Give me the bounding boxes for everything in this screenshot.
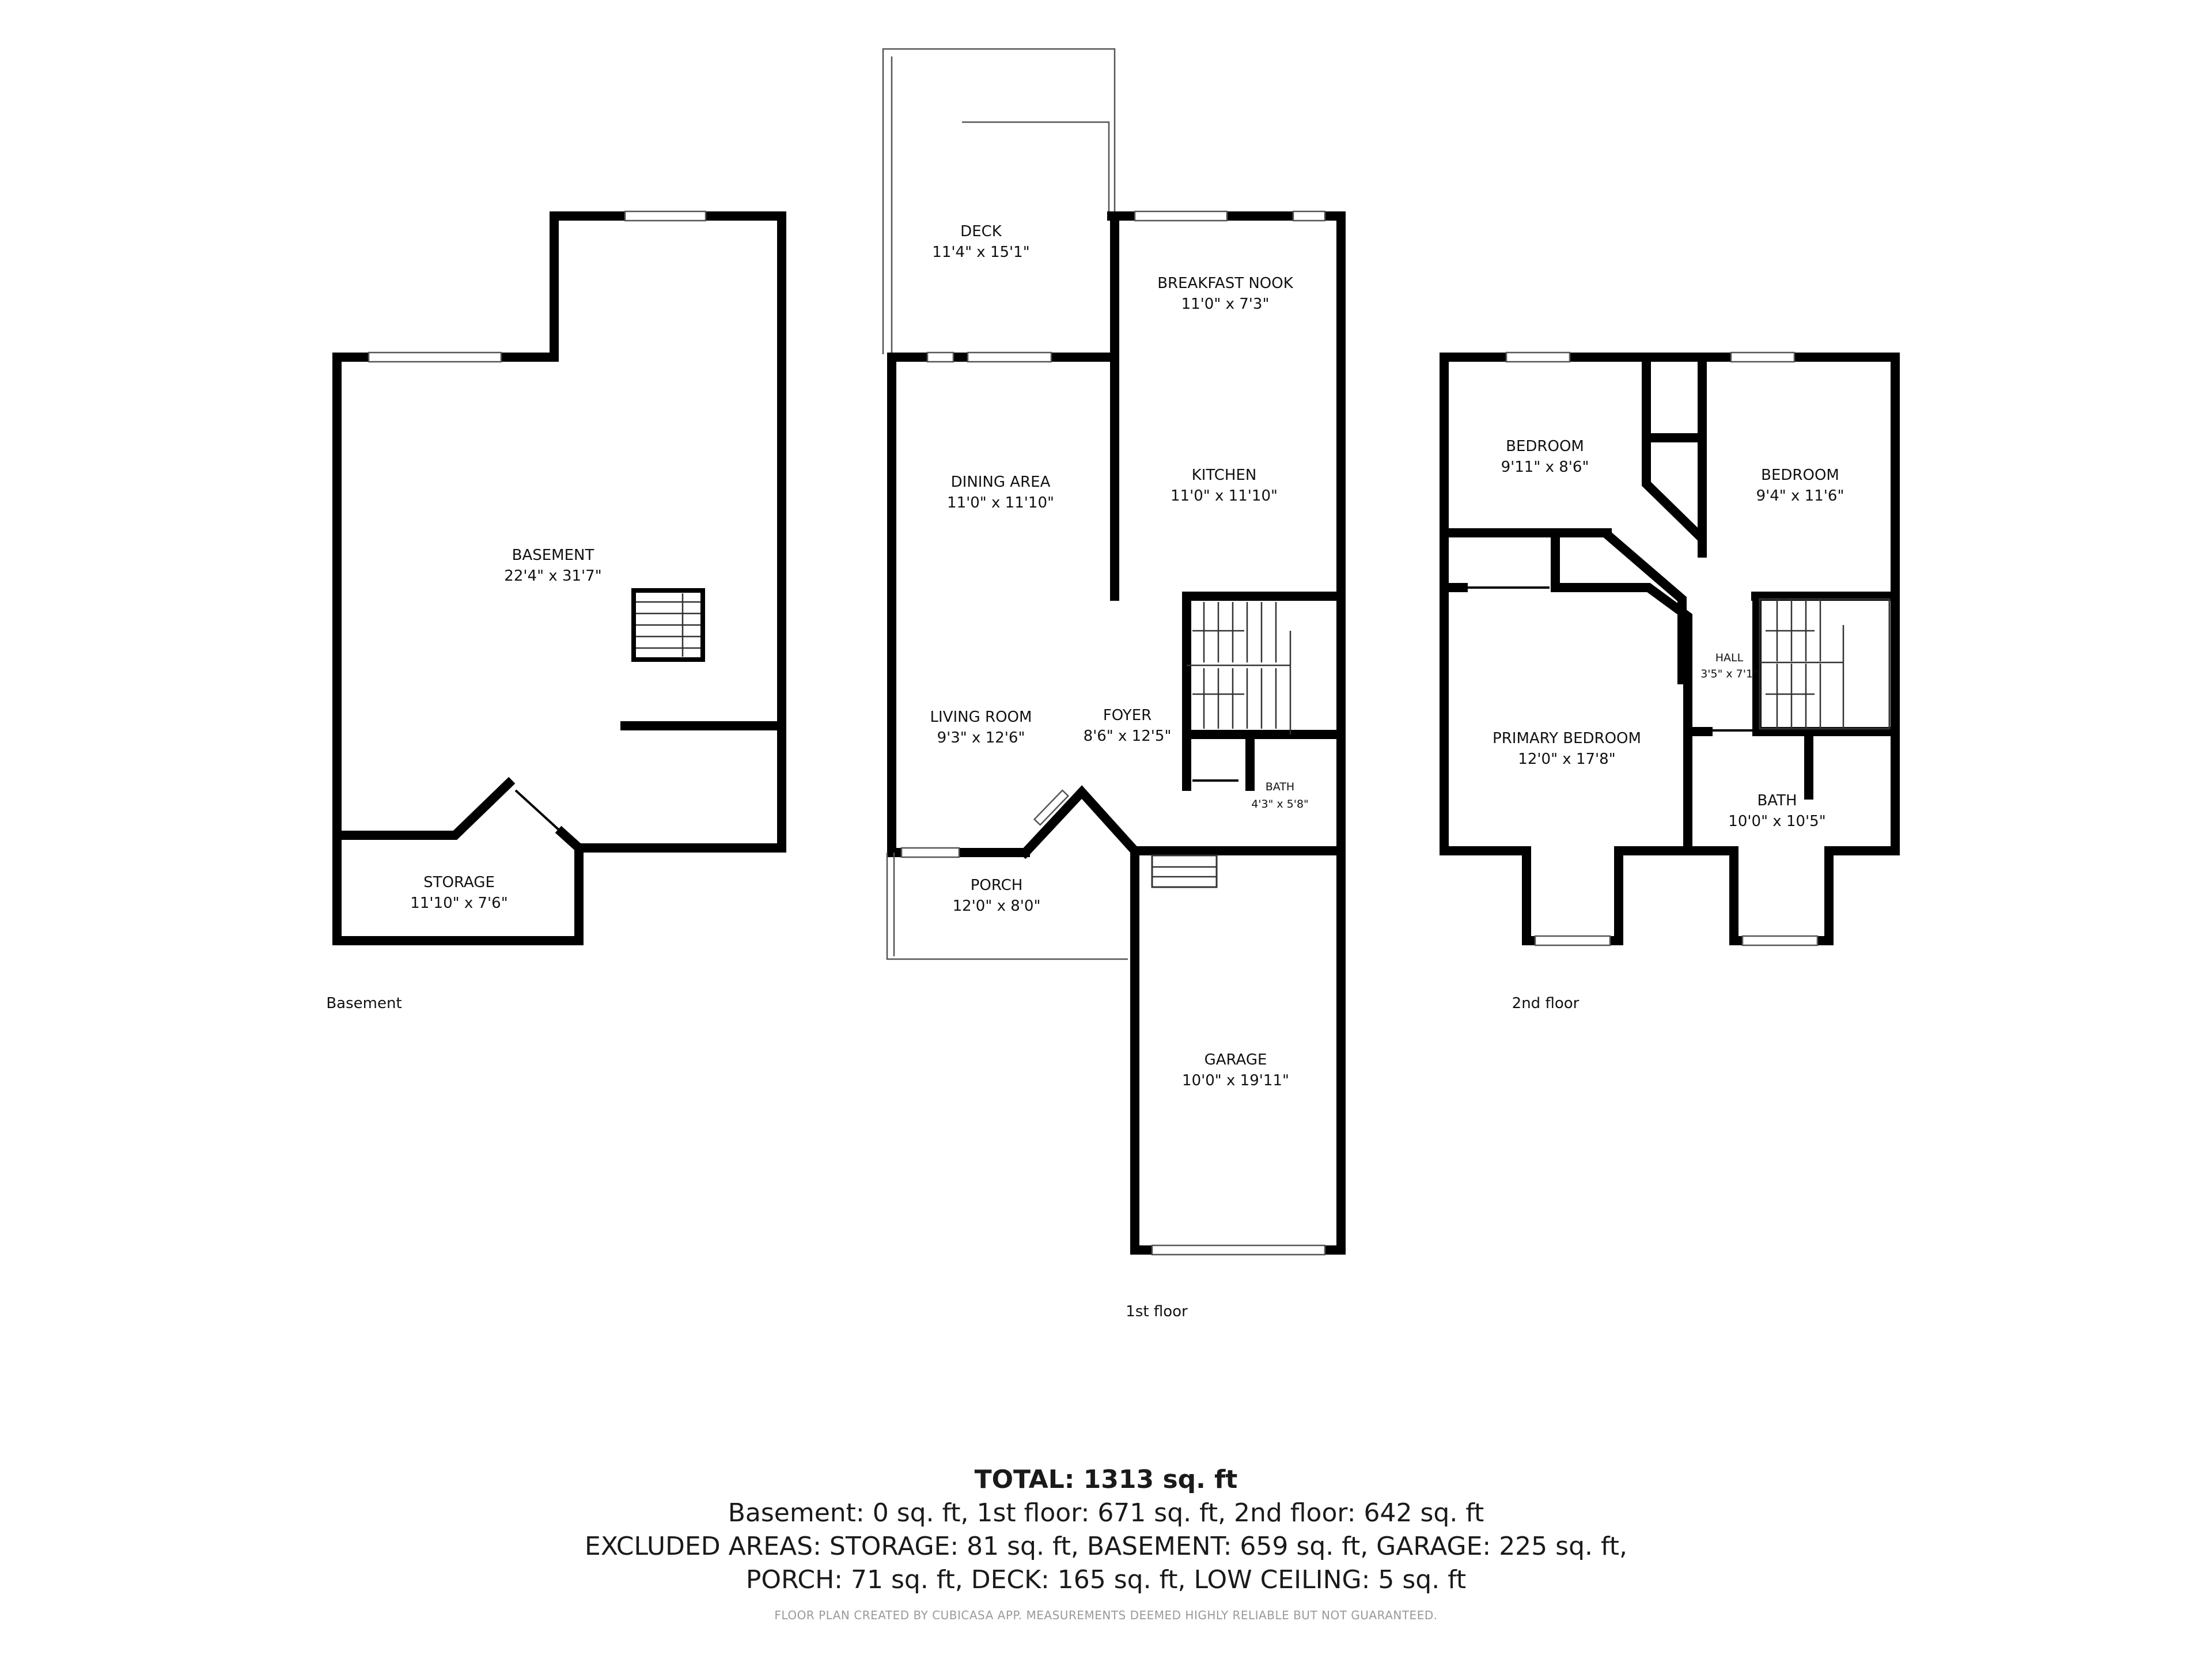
garage-door <box>1151 1244 1326 1256</box>
storage-door-line <box>514 789 563 834</box>
wall-hall <box>1642 433 1706 543</box>
window <box>1505 351 1571 363</box>
disclaimer: FLOOR PLAN CREATED BY CUBICASA APP. MEAS… <box>774 1608 1438 1622</box>
second-floor-outer-wall <box>1440 353 1900 945</box>
room-dims: 9'4" x 11'6" <box>1756 487 1844 505</box>
window <box>1292 210 1326 222</box>
window <box>1741 935 1819 946</box>
room-dims: 9'3" x 12'6" <box>937 729 1025 747</box>
window <box>1033 789 1070 826</box>
porch-outline <box>886 853 1128 960</box>
room-name: BASEMENT <box>512 547 594 564</box>
excluded-areas: EXCLUDED AREAS: STORAGE: 81 sq. ft, BASE… <box>585 1532 1627 1561</box>
room-dims: 11'4" x 15'1" <box>932 244 1029 261</box>
room-dims: 11'0" x 11'10" <box>947 494 1054 512</box>
window <box>1534 935 1611 946</box>
garage-wall <box>1130 846 1157 1255</box>
room-name: BATH <box>1266 781 1294 793</box>
room-name: LIVING ROOM <box>930 709 1032 726</box>
excluded-areas-cont: PORCH: 71 sq. ft, DECK: 165 sq. ft, LOW … <box>745 1565 1467 1594</box>
room-name: BATH <box>1757 792 1797 809</box>
room-name: FOYER <box>1103 707 1152 724</box>
room-dims: 10'0" x 19'11" <box>1182 1072 1289 1089</box>
floor-areas: Basement: 0 sq. ft, 1st floor: 671 sq. f… <box>728 1498 1484 1528</box>
room-name: HALL <box>1715 652 1744 664</box>
basement-window <box>624 210 707 222</box>
floor-label: Basement <box>326 995 402 1012</box>
room-dims: 8'6" x 12'5" <box>1084 728 1172 745</box>
second-floor: BEDROOM 9'11" x 8'6" BEDROOM 9'4" x 11'6… <box>1440 351 1900 1012</box>
basement-stairs <box>631 588 705 662</box>
floor-label: 1st floor <box>1126 1303 1188 1320</box>
room-dims: 3'5" x 7'1" <box>1700 668 1758 680</box>
room-name: PRIMARY BEDROOM <box>1493 730 1641 747</box>
second-floor-stairs <box>1759 598 1891 730</box>
total-area: TOTAL: 1313 sq. ft <box>974 1465 1238 1494</box>
window <box>967 351 1052 363</box>
room-name: STORAGE <box>423 874 495 891</box>
basement-floor: BASEMENT 22'4" x 31'7" STORAGE 11'10" x … <box>326 210 786 1012</box>
room-name: PORCH <box>971 877 1023 894</box>
window <box>900 847 960 858</box>
room-dims: 12'0" x 8'0" <box>953 897 1041 915</box>
room-dims: 11'0" x 7'3" <box>1181 296 1270 313</box>
wall-hall-diag <box>1603 528 1687 684</box>
room-name: GARAGE <box>1205 1051 1267 1069</box>
window <box>1134 210 1228 222</box>
window <box>1730 351 1796 363</box>
room-dims: 22'4" x 31'7" <box>504 567 601 585</box>
room-dims: 11'0" x 11'10" <box>1171 487 1278 505</box>
wall-primary-north-diag <box>1603 583 1692 684</box>
room-name: BEDROOM <box>1761 467 1839 484</box>
room-name: BREAKFAST NOOK <box>1157 275 1294 292</box>
storage-wall-right <box>555 825 586 855</box>
storage-wall <box>332 777 516 840</box>
room-dims: 10'0" x 10'5" <box>1728 813 1825 830</box>
basement-window <box>368 351 502 363</box>
garage-steps <box>1151 854 1218 888</box>
garage-wall <box>1263 846 1346 1255</box>
window <box>926 351 955 363</box>
room-dims: 4'3" x 5'8" <box>1251 798 1309 810</box>
room-name: BEDROOM <box>1506 438 1584 455</box>
floor-label: 2nd floor <box>1512 995 1580 1012</box>
first-floor-stairs <box>1187 602 1291 734</box>
deck-rail <box>962 121 1110 216</box>
first-floor: DECK 11'4" x 15'1" BREAKFAST NOOK 11'0" … <box>882 48 1346 1320</box>
room-name: DECK <box>960 223 1002 240</box>
room-dims: 12'0" x 17'8" <box>1518 751 1615 768</box>
room-name: KITCHEN <box>1192 467 1257 484</box>
room-dims: 9'11" x 8'6" <box>1501 459 1589 476</box>
deck-outline <box>882 48 1116 354</box>
room-dims: 11'10" x 7'6" <box>410 895 507 912</box>
room-name: DINING AREA <box>951 474 1051 491</box>
wall-bay <box>1018 785 1142 859</box>
area-summary: TOTAL: 1313 sq. ft Basement: 0 sq. ft, 1… <box>0 1463 2212 1622</box>
